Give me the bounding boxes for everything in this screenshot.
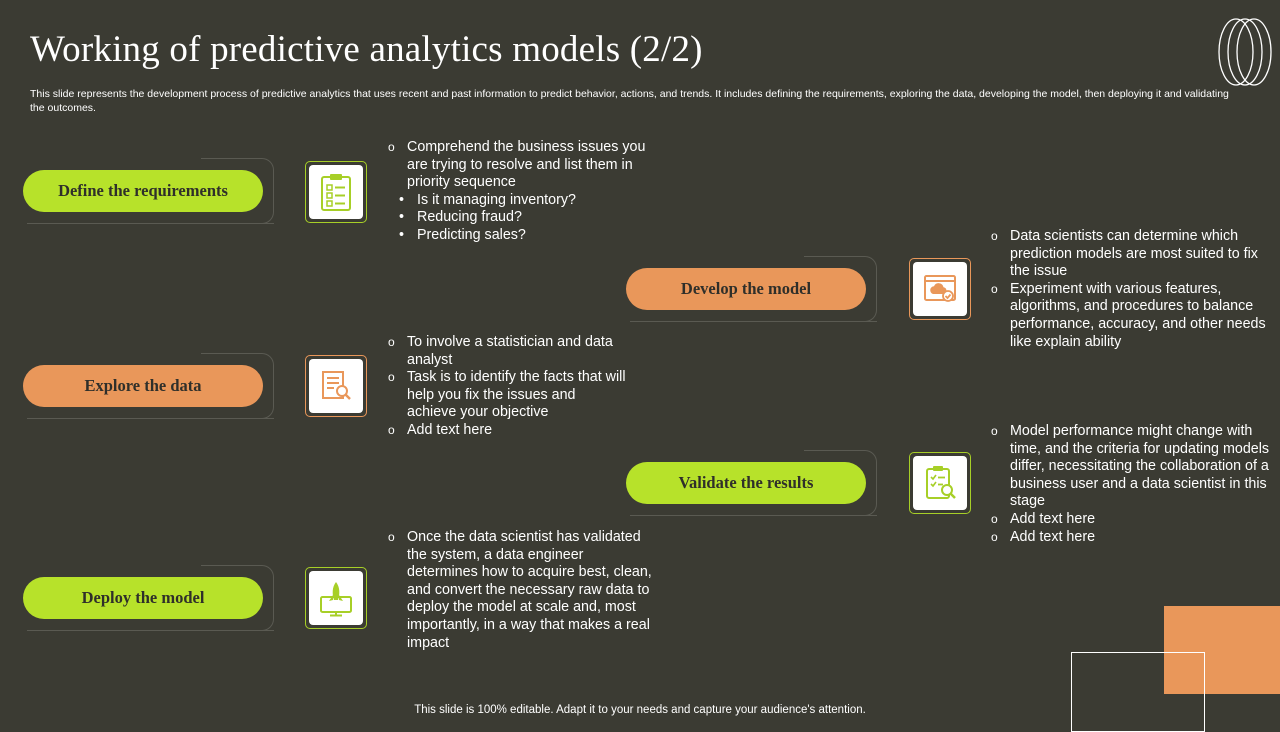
deploy-model-text: Once the data scientist has validated th… (388, 529, 653, 652)
bullet-point: Comprehend the business issues you are t… (388, 139, 668, 192)
cloud-browser-check-icon (924, 275, 956, 302)
step-deploy-model: Deploy the model (23, 565, 275, 631)
step-underline (27, 418, 274, 419)
slide-title: Working of predictive analytics models (… (30, 29, 703, 70)
bullet-point: Data scientists can determine which pred… (991, 228, 1276, 281)
step-icon-box (305, 161, 367, 223)
step-underline (27, 630, 274, 631)
decorative-orange-block (1164, 606, 1280, 694)
bullet-point: Task is to identify the facts that will … (388, 369, 628, 422)
bullet-point: Add text here (388, 422, 628, 440)
slide-footer: This slide is 100% editable. Adapt it to… (414, 704, 866, 716)
step-underline (630, 515, 877, 516)
step-develop-model: Develop the model (626, 256, 878, 322)
step-underline (27, 223, 274, 224)
bullet-point: Model performance might change with time… (991, 423, 1276, 511)
sub-bullet-point: Is it managing inventory? (388, 192, 668, 210)
step-define-requirements: Define the requirements (23, 158, 275, 224)
bullet-point: To involve a statistician and data analy… (388, 334, 628, 369)
bullet-point: Add text here (991, 529, 1276, 547)
step-icon-box (909, 452, 971, 514)
step-validate-results: Validate the results (626, 450, 878, 516)
define-requirements-button[interactable]: Define the requirements (23, 170, 263, 212)
deploy-model-button[interactable]: Deploy the model (23, 577, 263, 619)
sub-bullet-point: Predicting sales? (388, 227, 668, 245)
rocket-monitor-icon (320, 582, 352, 617)
bullet-point: Add text here (991, 511, 1276, 529)
step-icon-box (909, 258, 971, 320)
bullet-point: Experiment with various features, algori… (991, 281, 1276, 351)
rings-logo-icon (1218, 18, 1272, 86)
validate-results-text: Model performance might change with time… (991, 423, 1276, 546)
slide-subtitle: This slide represents the development pr… (30, 88, 1229, 114)
step-explore-data: Explore the data (23, 353, 275, 419)
sub-bullet-point: Reducing fraud? (388, 209, 668, 227)
define-requirements-text: Comprehend the business issues you are t… (388, 139, 668, 245)
explore-data-button[interactable]: Explore the data (23, 365, 263, 407)
checklist-magnifier-icon (926, 466, 956, 499)
develop-model-text: Data scientists can determine which pred… (991, 228, 1276, 351)
step-underline (630, 321, 877, 322)
clipboard-checklist-icon (321, 174, 351, 211)
step-icon-box (305, 567, 367, 629)
step-icon-box (305, 355, 367, 417)
bullet-point: Once the data scientist has validated th… (388, 529, 653, 652)
explore-data-text: To involve a statistician and data analy… (388, 334, 628, 440)
data-search-icon (322, 371, 351, 400)
validate-results-button[interactable]: Validate the results (626, 462, 866, 504)
decorative-outline-frame (1071, 652, 1205, 732)
develop-model-button[interactable]: Develop the model (626, 268, 866, 310)
